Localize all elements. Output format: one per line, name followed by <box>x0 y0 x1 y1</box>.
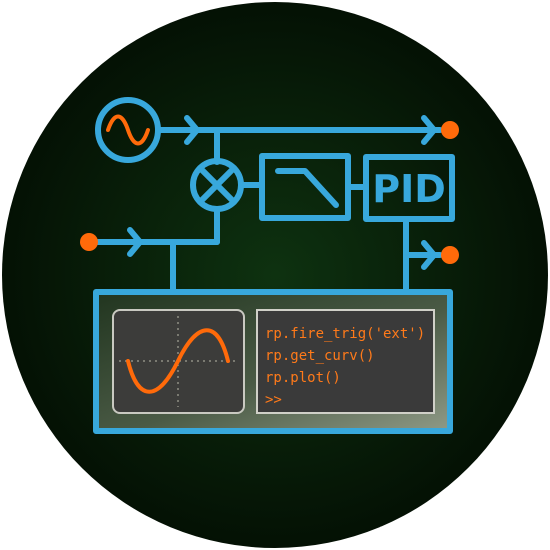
arrow-into-branch <box>184 115 200 145</box>
input-node-left[interactable] <box>80 233 98 251</box>
console-line: rp.fire_trig('ext') <box>265 326 425 342</box>
oscilloscope-waveform <box>126 328 230 394</box>
output-node-right[interactable] <box>441 246 459 264</box>
pid-label: PID <box>372 167 446 211</box>
arrow-to-output-right <box>421 240 437 270</box>
sine-wave-icon <box>106 114 150 146</box>
console-screen: rp.fire_trig('ext') rp.get_curv() rp.plo… <box>256 309 435 414</box>
oscilloscope-screen <box>112 309 245 414</box>
console-prompt[interactable]: >> <box>265 392 282 408</box>
console-line: rp.plot() <box>265 370 341 386</box>
arrow-external-input <box>127 227 143 257</box>
output-node-top[interactable] <box>441 121 459 139</box>
console-line: rp.get_curv() <box>265 348 375 364</box>
arrow-to-output-top <box>421 115 437 145</box>
